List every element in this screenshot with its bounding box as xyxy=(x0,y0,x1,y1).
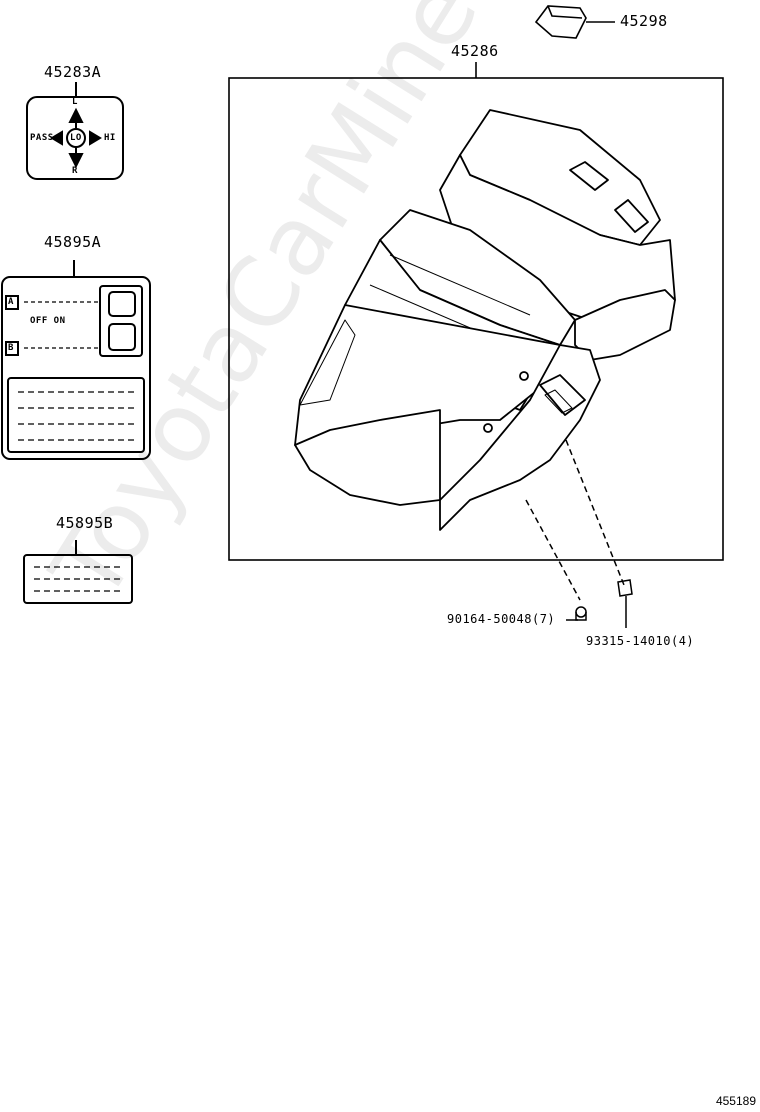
label-45283a-left: PASS xyxy=(30,133,54,143)
part-number-93315: 93315-14010(4) xyxy=(586,634,695,648)
label-45283a-center: LO xyxy=(70,133,82,143)
label-45895a-plate xyxy=(1,260,151,460)
label-45895b-plate xyxy=(23,540,133,604)
label-45283a-top: L xyxy=(72,97,78,107)
part-number-45895b: 45895B xyxy=(56,514,114,532)
column-cover-drawing xyxy=(294,109,676,531)
fasteners xyxy=(525,439,633,628)
part-45286-frame xyxy=(228,62,724,561)
label-45283a-right: HI xyxy=(104,133,116,143)
label-45895a-switch-text: OFF ON xyxy=(30,316,66,326)
part-number-45895a: 45895A xyxy=(44,233,102,251)
label-45895a-box-b: B xyxy=(8,343,14,353)
part-number-45283a: 45283A xyxy=(44,63,102,81)
label-45895a-box-a: A xyxy=(8,297,14,307)
part-number-90164: 90164-50048(7) xyxy=(447,612,556,626)
label-45283a-plate xyxy=(26,82,124,180)
part-number-45298: 45298 xyxy=(620,12,668,30)
diagram-code: 455189 xyxy=(715,1094,756,1108)
label-45283a-bottom: R xyxy=(72,166,78,176)
part-number-45286: 45286 xyxy=(451,42,499,60)
part-45298-cap xyxy=(534,5,615,39)
